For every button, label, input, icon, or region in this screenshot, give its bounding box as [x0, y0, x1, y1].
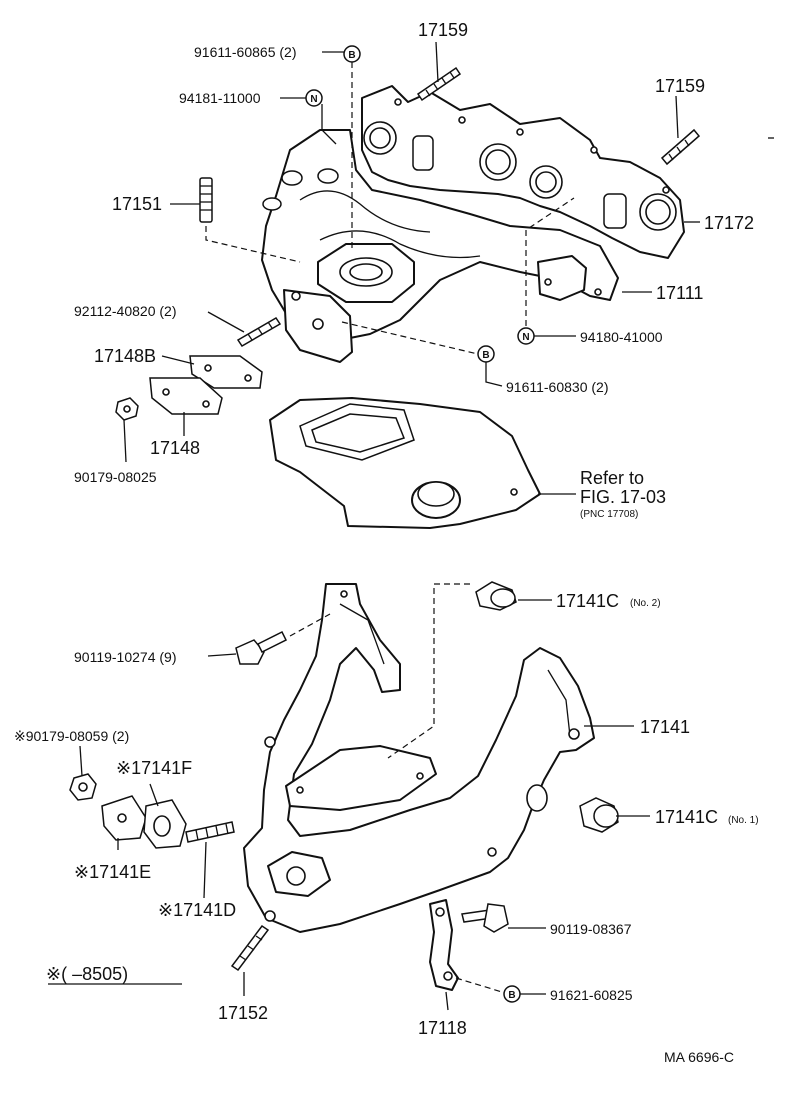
- label-17141: 17141: [640, 717, 690, 737]
- callout-b-2: B: [477, 345, 495, 363]
- callout-letter-n: N: [310, 94, 317, 105]
- label-17172: 17172: [704, 213, 754, 233]
- stud-92112-40820: [236, 316, 282, 348]
- callout-letter-b: B: [348, 50, 355, 61]
- stud-17141d: [185, 821, 235, 843]
- callout-letter-b: B: [482, 350, 489, 361]
- label-fig-ref: FIG. 17-03: [580, 487, 666, 507]
- stud-17151: [199, 177, 301, 263]
- label-90119-08367: 90119-08367: [550, 921, 632, 937]
- gasket-17148b: [189, 355, 263, 389]
- label-pnc-ref: (PNC 17708): [580, 509, 638, 520]
- callout-b-1: B: [343, 45, 361, 63]
- label-91611-60830: 91611-60830 (2): [506, 379, 608, 395]
- label-17148b: 17148B: [94, 346, 156, 366]
- gasket-17148: [149, 377, 223, 415]
- label-91621-60825: 91621-60825: [550, 987, 633, 1003]
- callout-b-3: B: [503, 985, 521, 1003]
- label-92112-40820: 92112-40820 (2): [74, 303, 176, 319]
- plate-17141e: [101, 795, 147, 841]
- label-90179-08059: ※90179-08059 (2): [14, 728, 129, 744]
- label-17141f: ※17141F: [116, 758, 192, 778]
- label-17141c-no2-note: (No. 2): [630, 598, 661, 609]
- plug-17141c-no1: [579, 797, 619, 833]
- label-17148: 17148: [150, 438, 200, 458]
- label-94181-11000: 94181-11000: [179, 90, 261, 106]
- nut-90179-08025: [115, 397, 139, 421]
- stud-17159-a: [416, 66, 462, 102]
- callout-letter-n: N: [522, 332, 529, 343]
- label-17141d: ※17141D: [158, 900, 236, 920]
- label-17141c-no2: 17141C: [556, 591, 619, 611]
- label-17159-a: 17159: [418, 20, 468, 40]
- label-17141e: ※17141E: [74, 862, 151, 882]
- bolt-90119-10274: [235, 613, 331, 665]
- label-17118: 17118: [418, 1018, 467, 1038]
- callout-n-1: N: [305, 89, 323, 107]
- intake-manifold-drawing: [261, 85, 685, 363]
- exhaust-manifold-drawing: [243, 583, 595, 933]
- nut-90179-08059: [69, 773, 97, 801]
- bracket-17118: [429, 899, 459, 991]
- label-17151: 17151: [112, 194, 162, 214]
- callout-letter-b: B: [508, 990, 515, 1001]
- plug-17141c-no2: [475, 581, 517, 611]
- label-94180-41000: 94180-41000: [580, 329, 663, 345]
- stud-17159-b: [660, 128, 701, 166]
- bolt-90119-08367: [461, 903, 509, 933]
- leader-lines: [48, 41, 774, 1011]
- callout-n-2: N: [517, 327, 535, 345]
- label-17141c-no1: 17141C: [655, 807, 718, 827]
- label-17111: 17111: [656, 283, 703, 303]
- label-17152: 17152: [218, 1003, 268, 1023]
- label-17159-b: 17159: [655, 76, 705, 96]
- label-90179-08025: 90179-08025: [74, 469, 157, 485]
- label-ma-code: MA 6696-C: [664, 1049, 734, 1065]
- label-90119-10274: 90119-10274 (9): [74, 649, 176, 665]
- gasket-17141f: [143, 799, 187, 849]
- label-footnote: ※( –8505): [46, 964, 128, 984]
- label-91611-60865: 91611-60865 (2): [194, 44, 296, 60]
- label-17141c-no1-note: (No. 1): [728, 815, 759, 826]
- heat-insulator-drawing: [269, 397, 541, 529]
- label-refer-to: Refer to: [580, 468, 644, 488]
- stud-17152: [230, 924, 270, 972]
